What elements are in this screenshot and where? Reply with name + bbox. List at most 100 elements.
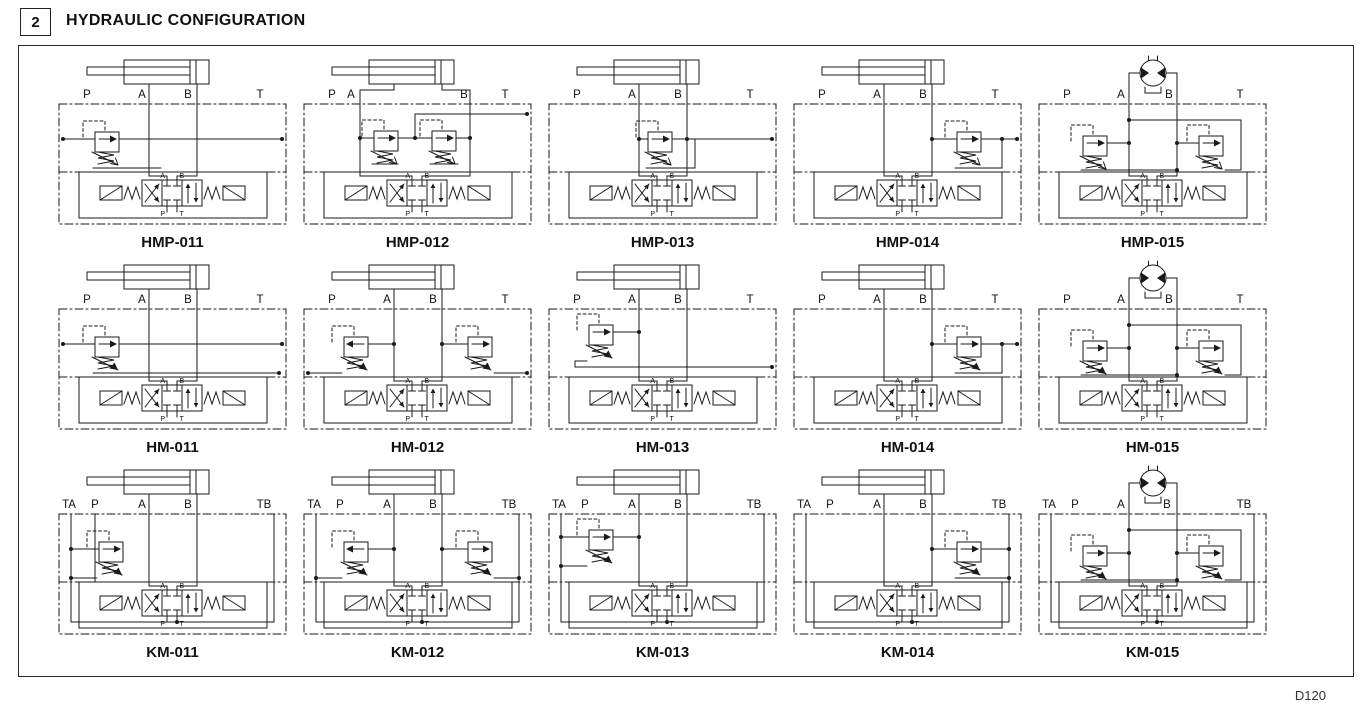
- svg-text:T: T: [501, 89, 508, 101]
- svg-text:A: A: [895, 583, 900, 590]
- svg-text:P: P: [1071, 499, 1079, 511]
- svg-text:T: T: [501, 294, 508, 306]
- svg-text:A: A: [628, 89, 636, 101]
- page-title: HYDRAULIC CONFIGURATION: [66, 12, 306, 29]
- svg-text:P: P: [336, 499, 344, 511]
- svg-text:A: A: [873, 499, 881, 511]
- svg-text:A: A: [895, 378, 900, 385]
- diagram-label: KM-014: [880, 644, 935, 661]
- svg-text:B: B: [184, 89, 192, 101]
- diagram-label: HMP-011: [141, 234, 204, 251]
- diagram-label: HMP-012: [385, 234, 450, 251]
- svg-text:P: P: [328, 294, 336, 306]
- hydraulic-schematic: A B P T P A B T: [58, 59, 287, 225]
- svg-text:B: B: [919, 499, 927, 511]
- svg-text:A: A: [1140, 173, 1145, 180]
- svg-text:P: P: [160, 621, 165, 628]
- svg-text:A: A: [138, 89, 146, 101]
- svg-text:T: T: [915, 621, 920, 628]
- svg-text:P: P: [91, 499, 99, 511]
- svg-text:B: B: [425, 583, 430, 590]
- svg-text:A: A: [650, 583, 655, 590]
- svg-text:A: A: [138, 499, 146, 511]
- svg-text:A: A: [405, 173, 410, 180]
- svg-text:B: B: [919, 294, 927, 306]
- svg-text:P: P: [1140, 416, 1145, 423]
- svg-text:TA: TA: [307, 499, 321, 511]
- svg-text:T: T: [915, 416, 920, 423]
- svg-text:TB: TB: [992, 499, 1007, 511]
- svg-text:T: T: [180, 621, 185, 628]
- svg-text:B: B: [429, 499, 437, 511]
- svg-text:P: P: [160, 416, 165, 423]
- section-number-box: 2: [20, 8, 51, 36]
- svg-text:B: B: [674, 89, 682, 101]
- svg-text:B: B: [919, 89, 927, 101]
- svg-text:A: A: [405, 378, 410, 385]
- svg-text:TA: TA: [552, 499, 566, 511]
- svg-text:B: B: [670, 583, 675, 590]
- svg-text:P: P: [581, 499, 589, 511]
- svg-text:P: P: [405, 621, 410, 628]
- svg-text:T: T: [425, 416, 430, 423]
- svg-text:T: T: [1236, 89, 1243, 101]
- diagram-label: KM-011: [146, 644, 199, 661]
- svg-text:A: A: [383, 499, 391, 511]
- svg-text:B: B: [425, 378, 430, 385]
- svg-text:T: T: [670, 211, 675, 218]
- svg-text:P: P: [1140, 621, 1145, 628]
- svg-text:TA: TA: [797, 499, 811, 511]
- svg-text:B: B: [460, 89, 468, 101]
- svg-text:A: A: [138, 294, 146, 306]
- svg-text:P: P: [818, 89, 826, 101]
- svg-text:P: P: [650, 621, 655, 628]
- svg-text:T: T: [1236, 294, 1243, 306]
- svg-text:P: P: [1063, 89, 1071, 101]
- svg-text:B: B: [1160, 583, 1165, 590]
- svg-text:T: T: [1160, 211, 1165, 218]
- svg-text:B: B: [674, 499, 682, 511]
- svg-text:A: A: [628, 294, 636, 306]
- svg-text:B: B: [915, 378, 920, 385]
- svg-text:T: T: [991, 89, 998, 101]
- svg-text:B: B: [674, 294, 682, 306]
- svg-text:T: T: [256, 294, 263, 306]
- svg-text:T: T: [991, 294, 998, 306]
- svg-text:A: A: [160, 378, 165, 385]
- diagram-label: HMP-013: [630, 234, 695, 251]
- svg-text:T: T: [180, 211, 185, 218]
- svg-text:A: A: [895, 173, 900, 180]
- svg-text:T: T: [746, 89, 753, 101]
- svg-text:P: P: [650, 416, 655, 423]
- svg-text:P: P: [818, 294, 826, 306]
- diagram-label: KM-013: [635, 644, 690, 661]
- svg-text:T: T: [425, 211, 430, 218]
- svg-text:T: T: [180, 416, 185, 423]
- svg-text:A: A: [1140, 583, 1145, 590]
- svg-text:A: A: [650, 173, 655, 180]
- svg-text:B: B: [1163, 499, 1171, 511]
- svg-text:P: P: [405, 416, 410, 423]
- svg-text:T: T: [256, 89, 263, 101]
- svg-text:A: A: [160, 173, 165, 180]
- svg-text:P: P: [83, 89, 91, 101]
- svg-text:B: B: [180, 173, 185, 180]
- svg-text:P: P: [160, 211, 165, 218]
- svg-text:P: P: [1140, 211, 1145, 218]
- svg-text:B: B: [1160, 173, 1165, 180]
- svg-text:A: A: [1117, 499, 1125, 511]
